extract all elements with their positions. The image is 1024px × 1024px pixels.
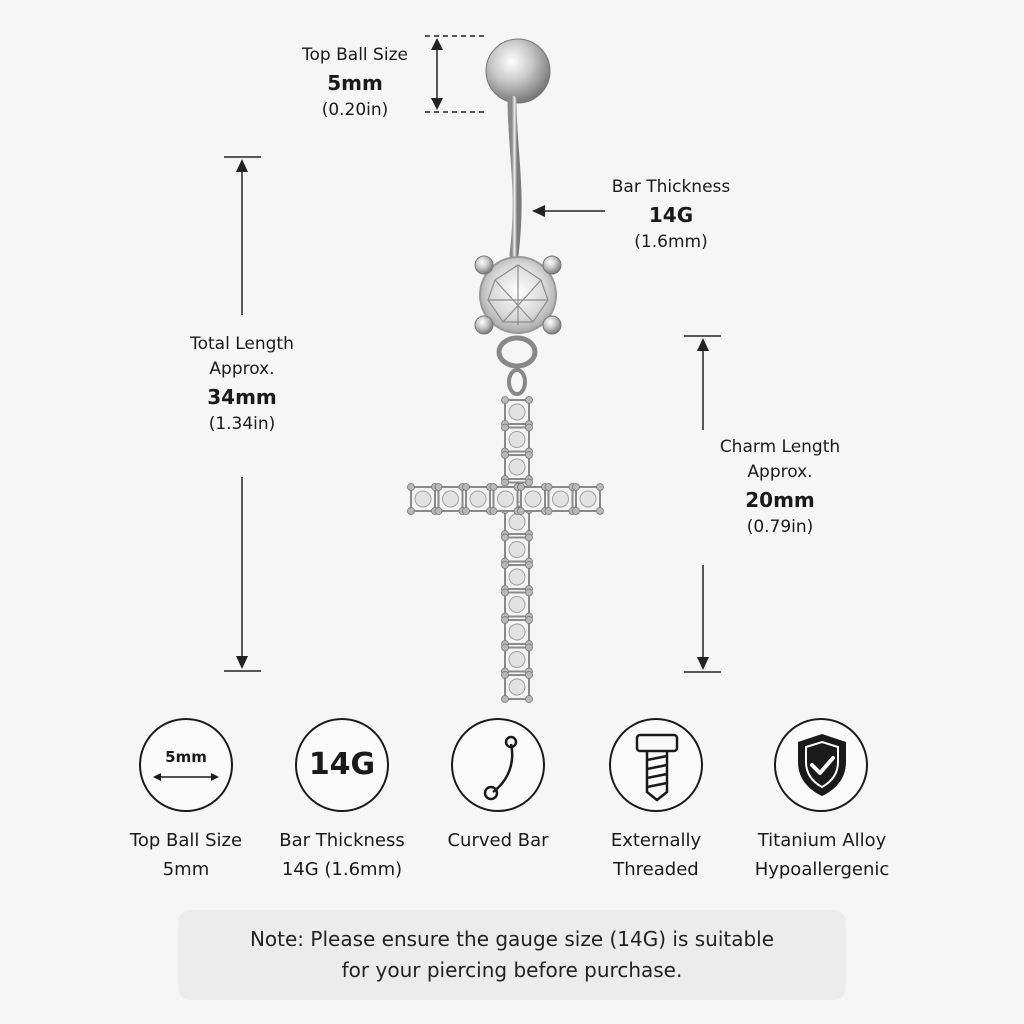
caption-line: Top Ball Size bbox=[129, 830, 243, 851]
caption-titanium: Titanium Alloy Hypoallergenic bbox=[737, 826, 907, 884]
feature-gauge: 14G bbox=[295, 718, 389, 812]
charm-length-sub: (0.79in) bbox=[746, 517, 814, 537]
ball-size-icon bbox=[153, 773, 219, 781]
cross-gem bbox=[501, 561, 533, 593]
cross-gem bbox=[517, 483, 549, 515]
top-ball-sub: (0.20in) bbox=[321, 100, 389, 120]
total-length-title2: Approx. bbox=[209, 359, 275, 379]
cross-gem bbox=[501, 671, 533, 703]
shield-check-icon bbox=[798, 734, 846, 796]
caption-line: Externally bbox=[610, 830, 702, 851]
feature-threaded bbox=[609, 718, 703, 812]
cross-gem bbox=[501, 616, 533, 648]
feature-titanium bbox=[774, 718, 868, 812]
bar-thickness-value: 14G bbox=[648, 203, 694, 227]
cross-charm bbox=[407, 396, 604, 703]
caption-gauge: Bar Thickness 14G (1.6mm) bbox=[257, 826, 427, 884]
cross-gem bbox=[501, 423, 533, 456]
feature-ball-size: 5mm bbox=[139, 718, 233, 812]
top-ball-title: Top Ball Size bbox=[302, 45, 408, 65]
caption-ball-size: Top Ball Size 5mm bbox=[101, 826, 271, 884]
feature-curved-bar bbox=[451, 718, 545, 812]
cross-gem bbox=[501, 588, 533, 621]
charm-length-title: Charm Length bbox=[719, 437, 841, 457]
cross-gem bbox=[501, 533, 533, 566]
cross-gem bbox=[501, 643, 533, 676]
top-ball-value: 5mm bbox=[327, 71, 383, 95]
cross-gem bbox=[462, 483, 494, 515]
charm-length-value: 20mm bbox=[745, 488, 815, 512]
cross-gem bbox=[572, 483, 604, 515]
top-ball bbox=[485, 38, 551, 104]
bar-thickness-label: Bar Thickness 14G (1.6mm) bbox=[586, 175, 756, 255]
bar-thickness-title: Bar Thickness bbox=[611, 177, 731, 197]
caption-line: 5mm bbox=[162, 859, 210, 880]
screw-icon bbox=[635, 733, 679, 802]
cross-gem bbox=[544, 483, 577, 515]
cross-gem bbox=[501, 451, 533, 483]
top-ball-label: Top Ball Size 5mm (0.20in) bbox=[270, 43, 440, 123]
total-length-label: Total Length Approx. 34mm (1.34in) bbox=[157, 332, 327, 437]
total-length-title: Total Length bbox=[190, 334, 294, 354]
note-line-1: Note: Please ensure the gauge size (14G)… bbox=[249, 927, 775, 951]
gem-setting bbox=[474, 255, 562, 335]
charm-length-label: Charm Length Approx. 20mm (0.79in) bbox=[695, 435, 865, 540]
note-box: Note: Please ensure the gauge size (14G)… bbox=[178, 910, 846, 1000]
cross-gem bbox=[501, 396, 533, 428]
caption-line: 14G (1.6mm) bbox=[281, 859, 403, 880]
cross-gem bbox=[434, 483, 467, 515]
caption-line: Hypoallergenic bbox=[754, 859, 890, 880]
curved-bar bbox=[507, 95, 522, 260]
gauge-icon: 14G bbox=[308, 747, 376, 782]
caption-line: Bar Thickness bbox=[279, 830, 405, 851]
total-length-sub: (1.34in) bbox=[208, 414, 276, 434]
ball-size-icon-text: 5mm bbox=[165, 748, 207, 766]
caption-curved-bar: Curved Bar bbox=[413, 826, 583, 855]
caption-line: Threaded bbox=[613, 859, 699, 880]
caption-line: Curved Bar bbox=[447, 830, 549, 851]
caption-line: Titanium Alloy bbox=[757, 830, 887, 851]
total-length-value: 34mm bbox=[207, 385, 277, 409]
cross-gem bbox=[407, 483, 439, 515]
cross-gem bbox=[489, 483, 522, 515]
note-line-2: for your piercing before purchase. bbox=[341, 958, 683, 982]
curved-bar-icon bbox=[483, 735, 518, 801]
caption-threaded: Externally Threaded bbox=[571, 826, 741, 884]
bar-thickness-sub: (1.6mm) bbox=[634, 232, 708, 252]
charm-length-title2: Approx. bbox=[747, 462, 813, 482]
